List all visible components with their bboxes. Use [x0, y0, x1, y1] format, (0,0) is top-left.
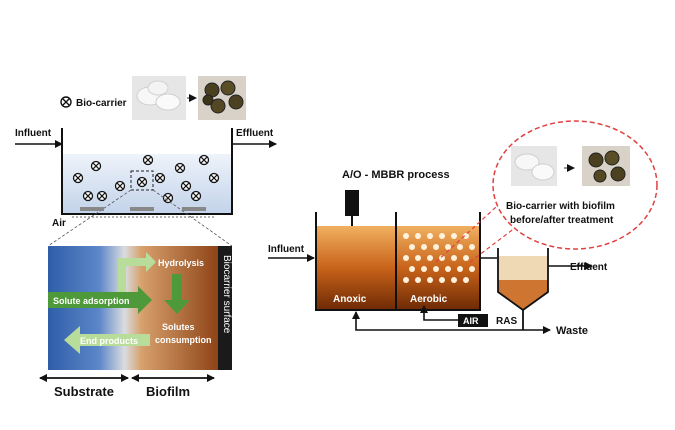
bio-carrier-icon: [90, 160, 102, 172]
aerobic-carrier-dot: [433, 266, 439, 272]
layer-labels: Substrate Biofilm: [39, 374, 215, 399]
aerobic-carrier-dot: [415, 277, 421, 283]
aerobic-carrier-dot: [427, 277, 433, 283]
aerobic-carrier-dot: [403, 255, 409, 261]
aerobic-carrier-dot: [451, 255, 457, 261]
aerobic-carrier-dot: [439, 277, 445, 283]
solutes-label: Solutes: [162, 322, 195, 332]
anoxic-tank: Anoxic: [315, 212, 397, 311]
consumption-label: consumption: [155, 335, 212, 345]
zoom-box: [130, 170, 154, 191]
air-label: AIR: [463, 316, 479, 326]
left-effluent-label: Effluent: [236, 128, 274, 139]
aerobic-carrier-dot: [469, 266, 475, 272]
clarifier: [497, 248, 549, 330]
right-influent-label: Influent: [268, 244, 305, 255]
legend-bio-carrier: Bio-carrier: [60, 96, 127, 109]
aerobic-carrier-dot: [421, 244, 427, 250]
left-influent-label: Influent: [15, 128, 52, 139]
bio-carrier-icon: [180, 180, 192, 192]
legend-label: Bio-carrier: [76, 98, 127, 109]
callout-photo-clean: [511, 146, 557, 186]
solute-adsorption-arrow: Solute adsorption: [48, 286, 152, 314]
aerobic-carrier-dot: [457, 244, 463, 250]
bio-carrier-icon: [154, 172, 166, 184]
aerobic-carrier-dot: [439, 255, 445, 261]
aerobic-tank: Aerobic: [395, 212, 481, 311]
bio-carrier-icon: [72, 172, 84, 184]
bio-carrier-icon: [142, 154, 154, 166]
aerobic-carrier-dot: [415, 255, 421, 261]
bio-carrier-icon: [174, 162, 186, 174]
carrier-photo-clean: [132, 76, 186, 120]
right-inlet: Influent: [268, 244, 315, 262]
left-air-label: Air: [52, 218, 66, 229]
biocarrier-surface-label: Biocarrier surface: [221, 255, 232, 334]
aerobic-carrier-dot: [433, 244, 439, 250]
aerobic-label: Aerobic: [410, 294, 448, 305]
hydrolysis-label: Hydrolysis: [158, 258, 204, 268]
callout-caption-line1: Bio-carrier with biofilm: [506, 201, 615, 212]
aerobic-carrier-dot: [469, 244, 475, 250]
air-diffusers: Air: [52, 207, 214, 229]
tank-inlet: Influent: [15, 128, 63, 148]
bio-carrier-icon: [162, 192, 174, 204]
aerobic-carrier-dot: [451, 277, 457, 283]
bio-carrier-icon: [136, 176, 148, 188]
callout-caption-line2: before/after treatment: [510, 215, 614, 226]
aerobic-carrier-dot: [403, 233, 409, 239]
aerobic-carrier-dot: [427, 255, 433, 261]
waste-label: Waste: [556, 325, 588, 337]
biofilm-cross-section: Biocarrier surface Hydrolysis Solute ads…: [48, 246, 232, 370]
aerobic-carrier-dot: [457, 266, 463, 272]
hydrolysis-arrow: Hydrolysis: [118, 252, 204, 296]
substrate-label: Substrate: [54, 384, 114, 399]
bio-carrier-icon: [208, 172, 220, 184]
process-title: A/O - MBBR process: [342, 169, 450, 181]
end-products-arrow: End products: [64, 326, 150, 354]
bio-carrier-icon: [96, 190, 108, 202]
aerobic-carrier-dot: [409, 266, 415, 272]
callout-photo-biofilm: [582, 146, 630, 186]
aerobic-carrier-dot: [463, 233, 469, 239]
right-effluent-label: Effluent: [570, 262, 608, 273]
carrier-photo-biofilm: [198, 76, 246, 120]
consumption-arrow: [164, 274, 190, 314]
aerobic-carrier-dot: [403, 277, 409, 283]
bio-carrier-legend-icon: [60, 96, 72, 108]
waste-line: Waste: [523, 325, 588, 337]
aerobic-carrier-dot: [463, 255, 469, 261]
right-outlet: Effluent: [548, 262, 608, 273]
aerobic-carriers: [403, 233, 475, 283]
bio-carrier-icon: [82, 190, 94, 202]
air-supply: AIR: [420, 305, 488, 327]
biofilm-label: Biofilm: [146, 384, 190, 399]
anoxic-label: Anoxic: [333, 294, 367, 305]
end-products-label: End products: [80, 336, 138, 346]
aerobic-carrier-dot: [463, 277, 469, 283]
zoom-lines: [47, 189, 233, 247]
aerobic-carrier-dot: [439, 233, 445, 239]
aerobic-carrier-dot: [427, 233, 433, 239]
bio-carrier-icon: [190, 190, 202, 202]
ras-label: RAS: [496, 316, 517, 327]
aerobic-carrier-dot: [421, 266, 427, 272]
carrier-callout: Bio-carrier with biofilm before/after tr…: [435, 120, 658, 263]
aerobic-carrier-dot: [445, 266, 451, 272]
bio-carrier-icon: [198, 154, 210, 166]
solute-adsorption-label: Solute adsorption: [53, 296, 130, 306]
bio-carrier-icon: [114, 180, 126, 192]
tank-outlet: Effluent: [232, 128, 277, 148]
aerobic-carrier-dot: [445, 244, 451, 250]
aerobic-carrier-dot: [409, 244, 415, 250]
tank-carriers: [72, 154, 220, 204]
aerobic-carrier-dot: [415, 233, 421, 239]
ras-return: RAS: [352, 311, 523, 331]
aerobic-carrier-dot: [451, 233, 457, 239]
